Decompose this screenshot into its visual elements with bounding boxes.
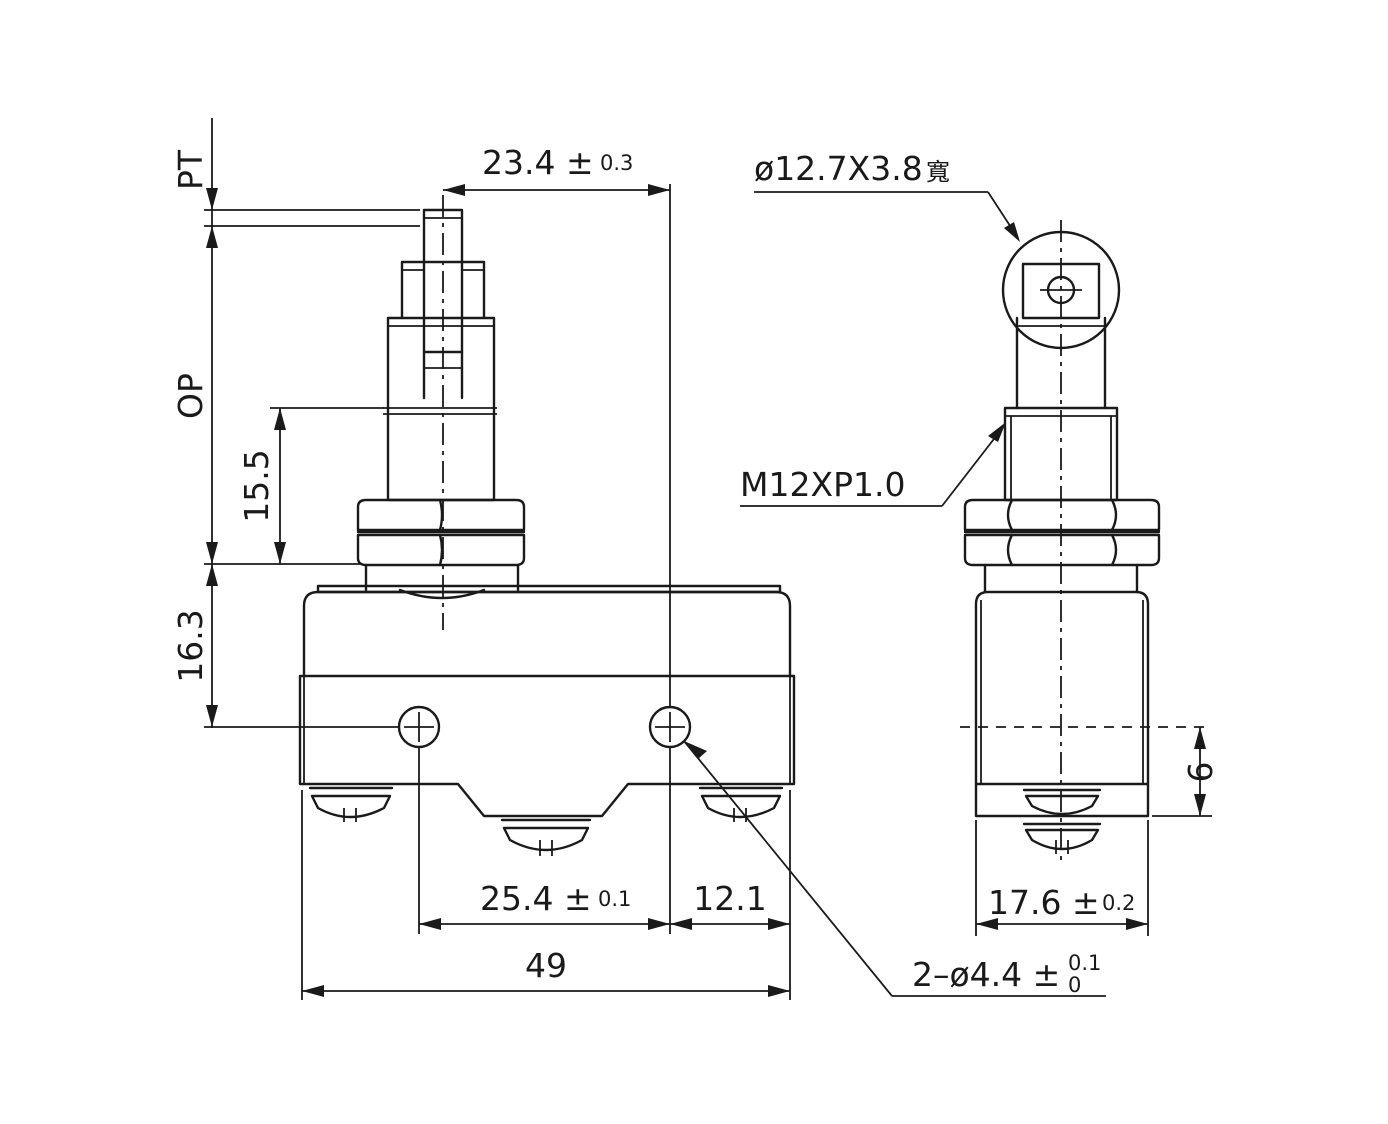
hex-nuts <box>356 498 526 567</box>
dim-25-4-tolerance: 0.1 <box>598 887 631 911</box>
terminal-screw-right <box>698 786 784 822</box>
labels: PT OP 15.5 16.3 23.4 ± 0.3 25.4 ± 0.1 12… <box>171 143 1219 997</box>
dim-23-4-tolerance: 0.3 <box>600 151 633 175</box>
mounting-hole-left <box>397 705 441 749</box>
side-view <box>960 220 1210 860</box>
roller-callout-label: ø12.7X3.8 <box>754 149 923 188</box>
holes-callout-tolerance-upper: 0.1 <box>1068 951 1101 975</box>
dim-23-4-label: 23.4 ± <box>482 143 594 182</box>
dim-15-5-label: 15.5 <box>237 449 276 522</box>
dim-16-3-label: 16.3 <box>171 609 210 682</box>
dim-17-6-label: 17.6 ± <box>988 883 1100 922</box>
holes-callout-tolerance-lower: 0 <box>1068 973 1081 997</box>
mounting-hole-right <box>648 705 692 749</box>
roller-callout-suffix: 寬 <box>926 158 950 186</box>
terminal-screw-left <box>308 786 394 822</box>
dimension-lines <box>204 118 1212 1000</box>
threaded-bushing <box>383 316 497 502</box>
dim-12-1-label: 12.1 <box>693 879 766 918</box>
dim-op-label: OP <box>171 373 210 419</box>
dim-49-label: 49 <box>525 946 567 985</box>
holes-callout-label: 2–ø4.4 ± <box>912 955 1060 994</box>
dim-17-6-tolerance: 0.2 <box>1102 891 1135 915</box>
thread-callout-label: M12XP1.0 <box>740 465 905 504</box>
dim-25-4-label: 25.4 ± <box>480 879 592 918</box>
dim-pt-label: PT <box>171 149 210 190</box>
hex-nuts-side <box>963 498 1161 567</box>
terminal-screw-middle <box>500 818 592 856</box>
dim-9-label: 9 <box>1180 762 1219 783</box>
front-view <box>298 195 796 856</box>
